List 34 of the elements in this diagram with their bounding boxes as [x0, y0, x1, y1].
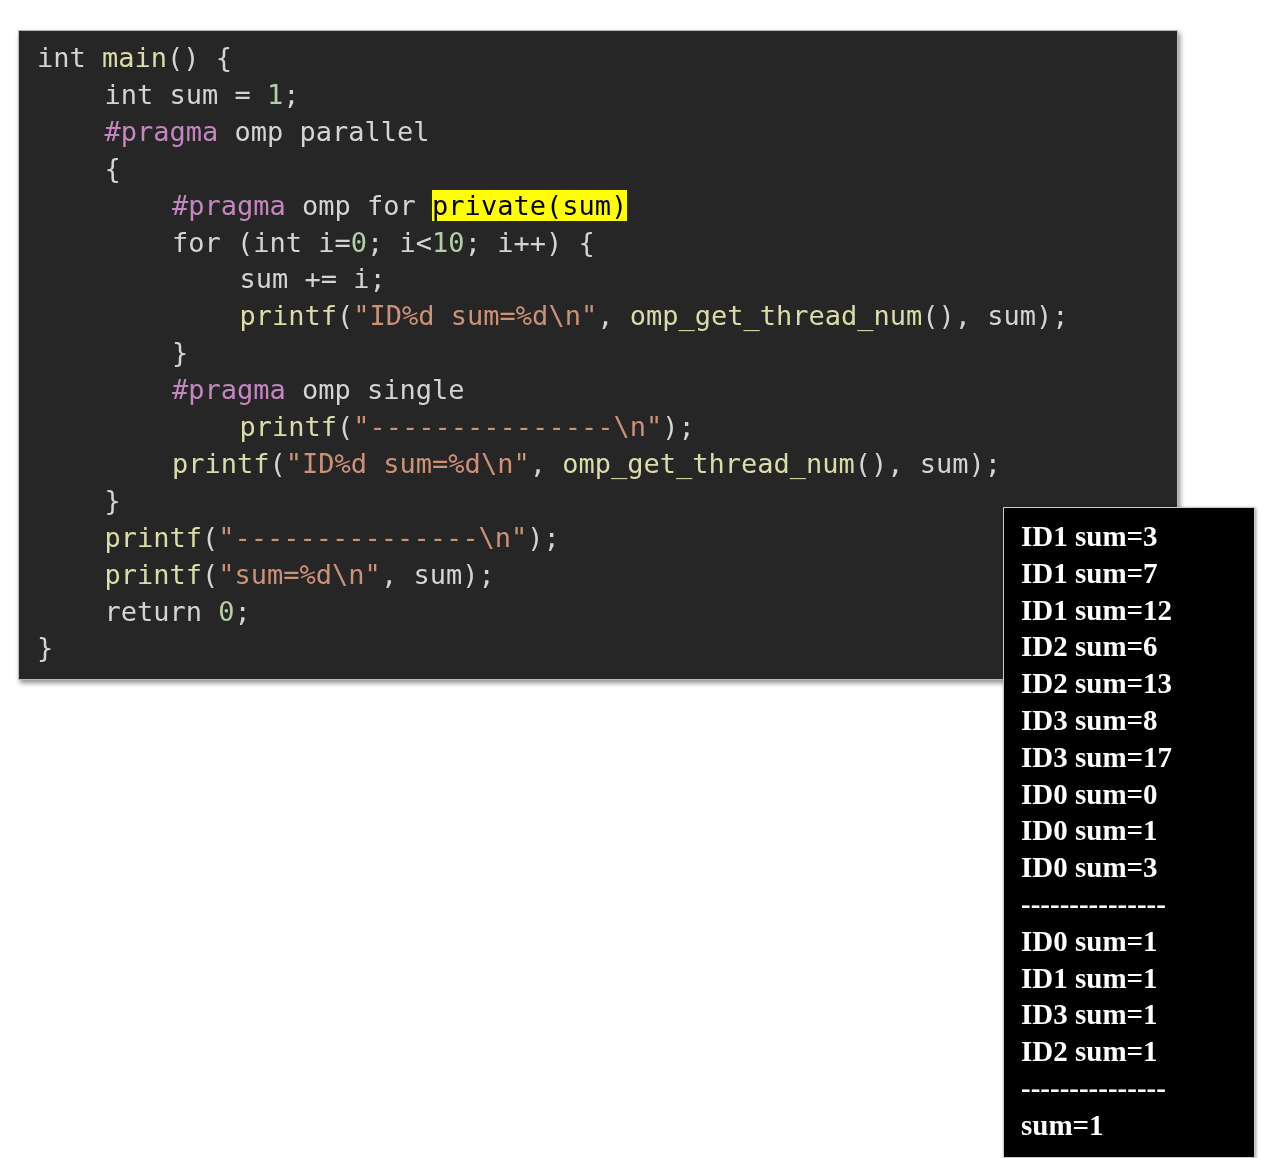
code-line: printf("sum=%d\n", sum); — [104, 557, 495, 592]
code-line: printf("---------------\n"); — [104, 520, 560, 555]
output-line: ID1 sum=7 — [1021, 555, 1158, 590]
output-line: ID0 sum=0 — [1021, 776, 1158, 811]
output-line: ID2 sum=1 — [1021, 1034, 1158, 1069]
code-line: } — [172, 336, 189, 371]
output-line: --------------- — [1021, 1071, 1166, 1105]
output-line: ID0 sum=3 — [1021, 850, 1158, 885]
output-line: ID2 sum=13 — [1021, 666, 1173, 701]
output-line: ID1 sum=3 — [1021, 519, 1158, 553]
output-line: ID3 sum=17 — [1021, 739, 1173, 774]
code-line: return 0; — [104, 594, 251, 629]
code-line: #pragma omp parallel — [104, 114, 430, 149]
output-line: ID0 sum=1 — [1021, 923, 1158, 958]
code-line: printf("---------------\n"); — [239, 410, 695, 444]
code-line: #pragma omp for private(sum) — [172, 188, 628, 223]
code-line: for (int i=0; i<10; i++) { — [172, 225, 595, 260]
code-line: int main() { — [37, 41, 233, 75]
code-line: { — [104, 151, 121, 186]
output-line: ID1 sum=1 — [1021, 960, 1158, 995]
code-line: sum += i; — [239, 262, 386, 297]
output-line: --------------- — [1021, 887, 1166, 921]
output-line: ID3 sum=1 — [1021, 997, 1158, 1032]
code-line: printf("ID%d sum=%d\n", omp_get_thread_num(), sum); — [239, 299, 1069, 334]
code-line: } — [37, 631, 54, 666]
output-line: ID2 sum=6 — [1021, 629, 1158, 664]
code-line: } — [104, 483, 121, 518]
output-line: sum=1 — [1021, 1107, 1104, 1142]
code-line: int sum = 1; — [104, 77, 300, 112]
output-line: ID1 sum=12 — [1021, 592, 1173, 627]
code-line: printf("ID%d sum=%d\n", omp_get_thread_num(), sum); — [172, 446, 1002, 481]
output-line: ID3 sum=8 — [1021, 703, 1158, 737]
output-line: ID0 sum=1 — [1021, 813, 1158, 848]
code-line: #pragma omp single — [172, 373, 465, 408]
